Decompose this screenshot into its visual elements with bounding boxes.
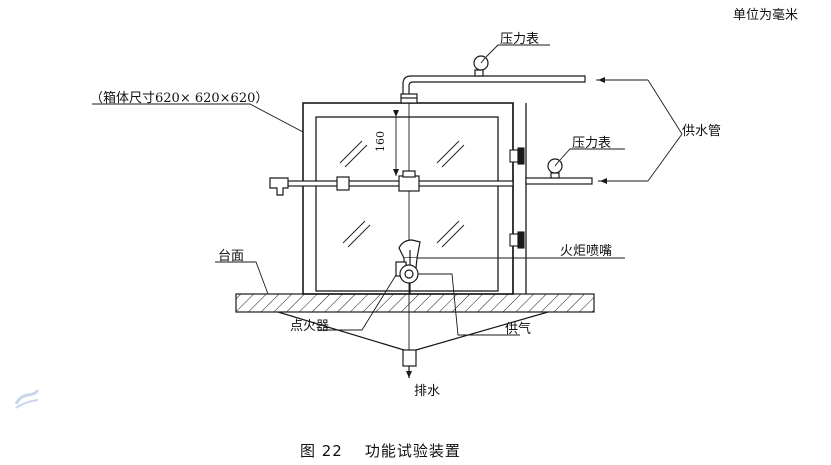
label-torch-nozzle: 火炬喷嘴 [560,244,613,259]
label-pressure-gauge-top: 压力表 [500,32,540,47]
supply-arrows [598,77,612,184]
figure-number: 图 22 [300,442,343,460]
right-supply-pipe [525,172,593,185]
label-pressure-gauge-right: 压力表 [572,136,612,151]
label-igniter: 点火器 [290,319,330,334]
drain-funnel [277,311,549,378]
igniter [395,261,419,284]
figure-title: 功能试验装置 [364,442,461,460]
pressure-gauge-right [547,158,563,174]
label-water-supply-pipe: 供水管 [682,124,722,139]
label-box-size: （箱体尺寸620× 620×620） [90,91,269,106]
leader-lines [92,44,683,336]
table-top [235,293,595,313]
sac-logo-watermark [14,386,40,412]
glass-reflection-marks [339,140,465,248]
label-drain: 排水 [414,384,441,399]
label-gas-supply: 供气 [505,322,532,337]
label-table-top: 台面 [218,249,245,264]
figure-caption: 图 22 功能试验装置 [300,440,461,461]
internal-pipe [269,170,514,196]
pressure-gauge-top [473,55,489,71]
unit-note: 单位为毫米 [733,8,799,23]
top-supply-pipe [400,64,586,104]
channel-valves [509,147,525,249]
label-dimension-160: 160 [374,131,387,152]
